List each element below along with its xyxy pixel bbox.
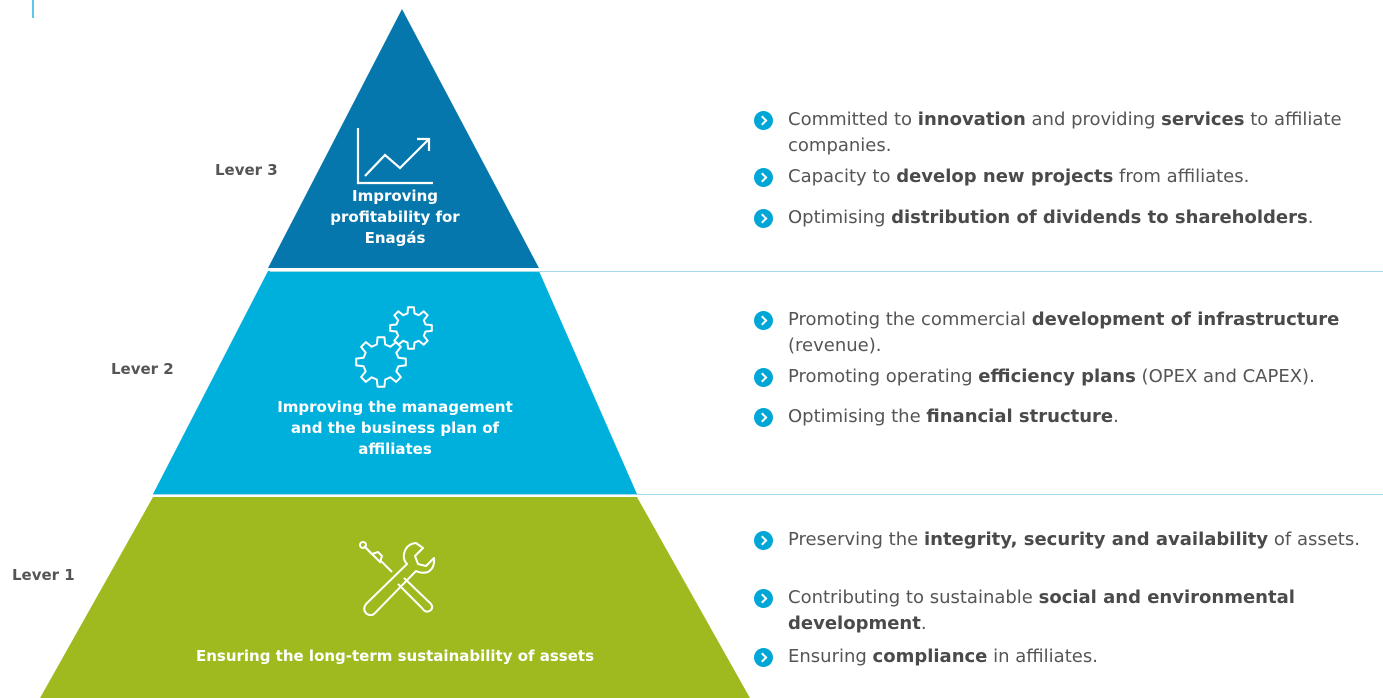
separator-2 [153, 494, 1383, 495]
bullet-arrow-icon [754, 589, 773, 608]
lever-2-title: Improving the management and the busines… [245, 397, 545, 460]
bullet-item: Optimising the financial structure. [754, 404, 1382, 430]
bullet-item: Promoting the commercial development of … [754, 307, 1382, 359]
pyramid-tier-2 [153, 271, 637, 494]
bullet-arrow-icon [754, 368, 773, 387]
lever-3-title-line: Enagás [364, 229, 426, 247]
lever-2-label: Lever 2 [111, 360, 174, 378]
pyramid-tier-3 [268, 9, 539, 268]
bullet-arrow-icon [754, 209, 773, 228]
bullet-item: Committed to innovation and providing se… [754, 107, 1382, 159]
pyramid-tier-1 [40, 497, 750, 698]
bullet-arrow-icon [754, 408, 773, 427]
bullet-arrow-icon [754, 311, 773, 330]
bullet-item: Promoting operating efficiency plans (OP… [754, 364, 1382, 390]
tools-icon [359, 541, 436, 617]
lever-2-title-line: and the business plan of [290, 419, 500, 437]
lever-3-title-line: Improving [352, 187, 438, 205]
lever-3-title: Improving profitability for Enagás [320, 186, 470, 249]
bullet-item: Optimising distribution of dividends to … [754, 205, 1382, 231]
bullet-item: Contributing to sustainable social and e… [754, 585, 1382, 637]
bullet-item: Ensuring compliance in affiliates. [754, 644, 1382, 670]
lever-1-title: Ensuring the long-term sustainability of… [150, 646, 640, 667]
gears-icon [355, 306, 433, 388]
bullet-arrow-icon [754, 168, 773, 187]
bullet-item: Capacity to develop new projects from af… [754, 164, 1382, 190]
bullet-arrow-icon [754, 648, 773, 667]
accent-line [32, 0, 34, 18]
lever-3-label: Lever 3 [215, 161, 278, 179]
lever-2-title-line: affiliates [358, 440, 432, 458]
lever-1-title-line: Ensuring the long-term sustainability of… [195, 647, 595, 665]
bullet-item: Preserving the integrity, security and a… [754, 527, 1382, 553]
separator-1 [270, 271, 1383, 272]
bullet-arrow-icon [754, 531, 773, 550]
lever-2-title-line: Improving the management [277, 398, 513, 416]
lever-1-label: Lever 1 [12, 566, 75, 584]
lever-3-title-line: profitability for [330, 208, 460, 226]
bullet-arrow-icon [754, 111, 773, 130]
line-chart-icon [356, 128, 433, 185]
